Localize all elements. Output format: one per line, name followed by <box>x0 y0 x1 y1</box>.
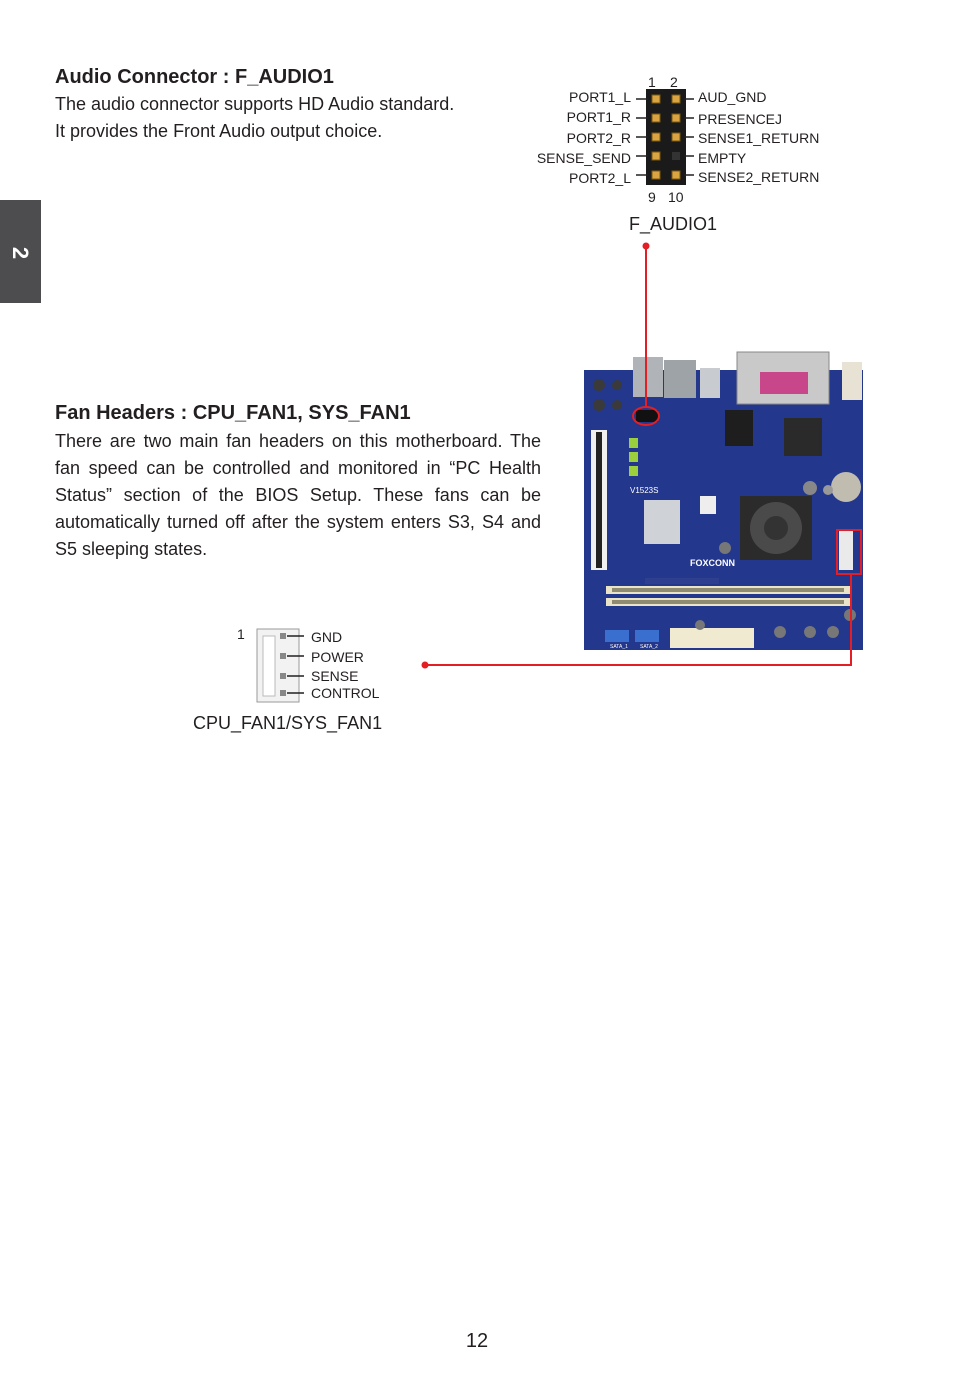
audio-left-pin-label: PORT1_L <box>569 89 631 105</box>
motherboard-image <box>584 351 863 650</box>
callout-lines <box>425 246 852 666</box>
fan-heading: Fan Headers : CPU_FAN1, SYS_FAN1 <box>55 402 411 424</box>
fan-connector-caption: CPU_FAN1/SYS_FAN1 <box>193 713 383 733</box>
page-number: 12 <box>465 1330 489 1352</box>
fan-pin-label: GND <box>311 629 343 645</box>
audio-pin-number: 1 <box>648 74 656 90</box>
audio-desc-line1: The audio connector supports HD Audio st… <box>55 94 455 114</box>
audio-connector-diagram <box>636 89 694 185</box>
board-sata-label: SATA_2 <box>640 644 658 650</box>
board-sata-label: SATA_1 <box>610 644 628 650</box>
board-model-label: V1523S <box>630 486 658 495</box>
audio-left-pin-label: PORT2_L <box>569 170 631 186</box>
fan-pin-label: SENSE <box>311 668 359 684</box>
fan-connector-diagram <box>256 628 304 703</box>
audio-connector-caption: F_AUDIO1 <box>629 214 718 234</box>
audio-right-pin-label: AUD_GND <box>698 89 767 105</box>
audio-right-pin-label: SENSE1_RETURN <box>698 130 820 146</box>
audio-left-pin-label: PORT2_R <box>566 130 631 146</box>
audio-left-pin-label: PORT1_R <box>566 109 631 125</box>
audio-pin-number: 2 <box>670 74 678 90</box>
board-brand-label: FOXCONN <box>690 558 735 568</box>
audio-pin-number: 9 <box>648 189 656 205</box>
audio-left-pin-label: SENSE_SEND <box>536 150 631 166</box>
audio-right-pin-label: SENSE2_RETURN <box>698 169 820 185</box>
fan-pin-label: CONTROL <box>311 685 380 701</box>
audio-right-pin-label: PRESENCEJ <box>698 111 783 127</box>
fan-description: There are two main fan headers on this m… <box>55 431 541 559</box>
fan-pin-label: POWER <box>311 649 364 665</box>
audio-desc-line2: It provides the Front Audio output choic… <box>55 121 383 141</box>
fan-pin-number: 1 <box>237 626 245 642</box>
audio-pin-number: 10 <box>668 189 684 205</box>
audio-heading: Audio Connector : F_AUDIO1 <box>55 66 334 88</box>
audio-right-pin-label: EMPTY <box>698 150 747 166</box>
chapter-tab: 2 <box>0 200 41 303</box>
